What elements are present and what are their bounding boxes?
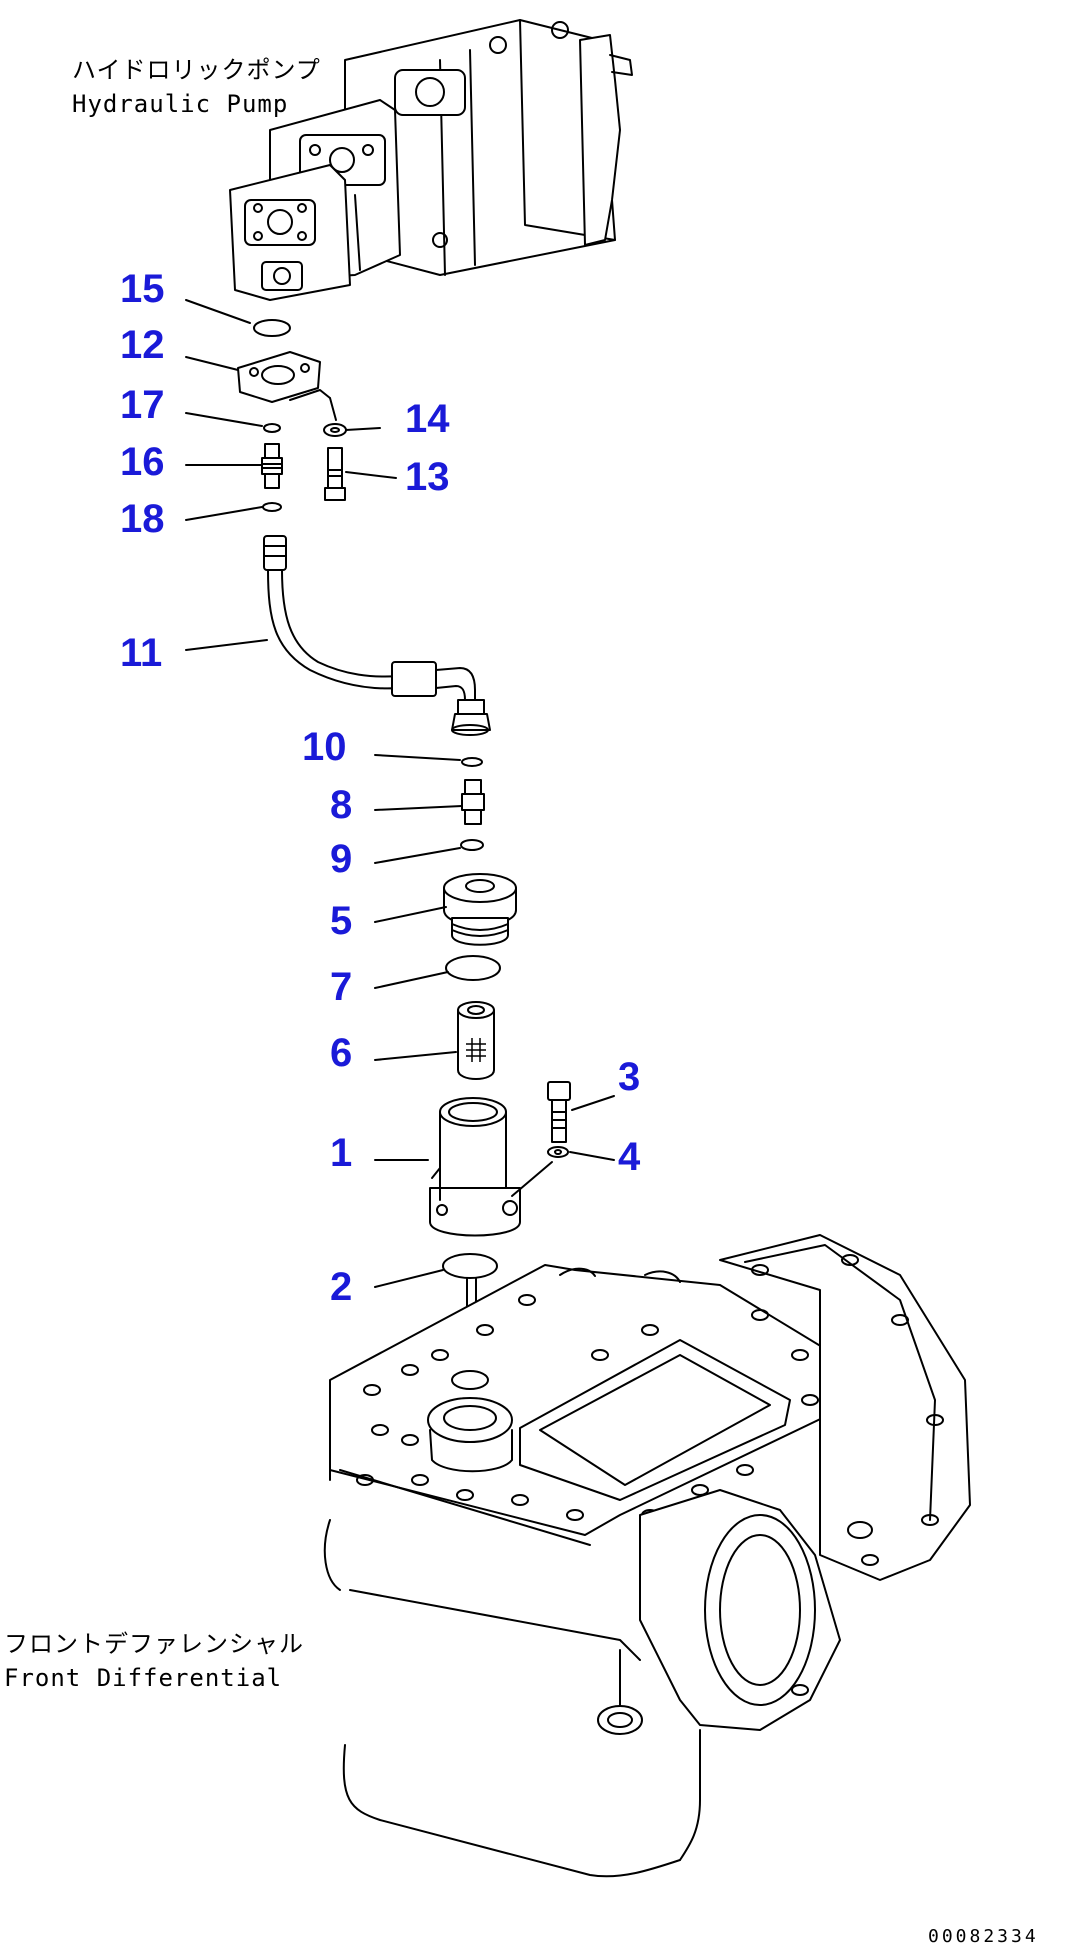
callout-15: 15 [120,267,165,311]
callout-7: 7 [330,965,352,1009]
callout-9: 9 [330,837,352,881]
differential-label-en: Front Differential [4,1664,282,1692]
callout-3: 3 [618,1055,640,1099]
part-18-o-ring-drawing [262,502,282,512]
part-6-strainer-drawing [457,1001,495,1080]
callouts: 15 12 17 14 16 13 18 11 10 8 9 5 7 6 3 1… [120,267,641,1309]
callout-13: 13 [405,455,450,499]
callout-8: 8 [330,783,352,827]
part-5-plug-drawing [443,873,517,946]
captions: ハイドロリックポンプ Hydraulic Pump フロントデファレンシャル F… [4,56,1039,1947]
part-17-o-ring-drawing [263,423,281,433]
drawing-code: 00082334 [928,1926,1039,1947]
part-3-bolt-drawing [547,1081,571,1143]
front-differential-drawing [323,1234,971,1878]
callout-1: 1 [330,1131,352,1175]
pump-label-jp: ハイドロリックポンプ [72,56,321,84]
callout-18: 18 [120,497,165,541]
callout-11: 11 [120,631,162,675]
callout-14: 14 [405,397,450,441]
callout-4: 4 [618,1135,641,1179]
pump-label-en: Hydraulic Pump [72,90,288,118]
part-15-o-ring-drawing [253,319,291,337]
callout-6: 6 [330,1031,352,1075]
part-9-o-ring-drawing [460,839,484,851]
callout-5: 5 [330,899,352,943]
part-8-connector-drawing [461,779,485,825]
part-4-washer-drawing [547,1146,569,1158]
differential-label-jp: フロントデファレンシャル [4,1630,304,1658]
callout-16: 16 [120,440,165,484]
callout-10: 10 [302,725,347,769]
hydraulic-pump-drawing [229,19,633,301]
part-7-o-ring-drawing [445,955,501,981]
callout-12: 12 [120,323,165,367]
callout-17: 17 [120,383,165,427]
part-16-elbow-drawing [261,443,283,489]
leader-lines [185,299,615,1288]
part-13-bolt-drawing [324,447,346,501]
part-12-flange-drawing [237,351,337,421]
part-14-washer-drawing [323,423,347,437]
callout-2: 2 [330,1265,352,1309]
part-10-o-ring-drawing [461,757,483,767]
part-11-hose-drawing [263,535,491,736]
part-1-case-drawing [429,1097,553,1237]
